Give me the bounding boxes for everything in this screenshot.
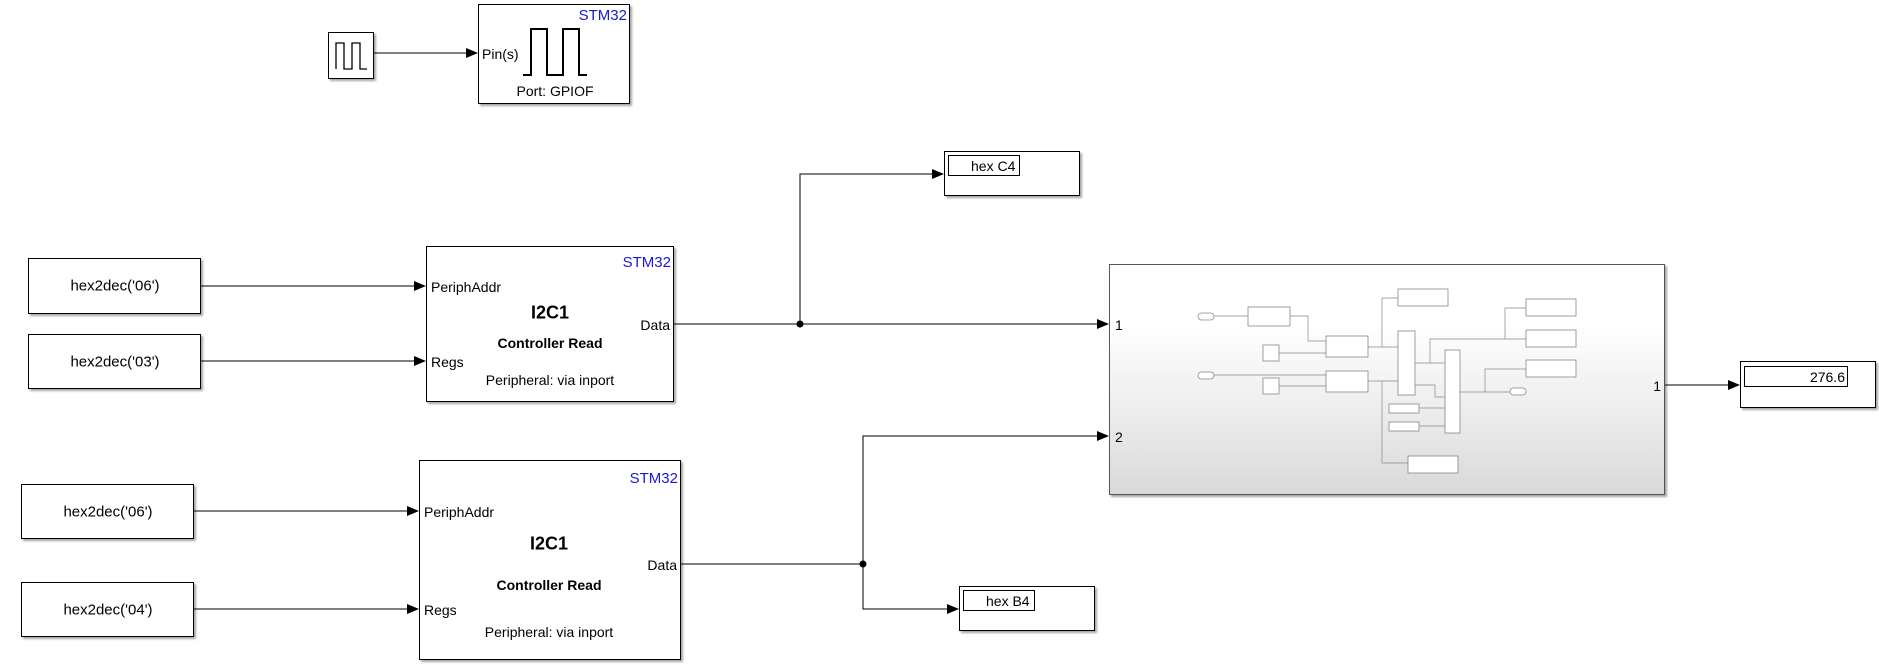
port-label-pins: Pin(s) [482, 46, 519, 62]
wire-data1-to-hexc4 [799, 169, 944, 324]
pulse-generator-block[interactable] [328, 32, 374, 79]
port-label-regs: Regs [431, 354, 464, 370]
constant-block[interactable]: hex2dec('03') [28, 334, 201, 389]
constant-value: hex2dec('04') [63, 601, 153, 619]
subsystem-inport-label: 1 [1115, 317, 1123, 333]
wire-data2-to-subsystem [681, 431, 1109, 565]
wire-data2-to-hexb4 [862, 564, 959, 614]
constant-block[interactable]: hex2dec('04') [21, 582, 194, 637]
block-subtitle: Controller Read [496, 577, 602, 593]
port-label-periphaddr: PeriphAddr [431, 279, 502, 295]
stm32-tag: STM32 [622, 254, 671, 271]
block-title: I2C1 [530, 302, 570, 323]
display-block[interactable]: hex B4 [959, 586, 1095, 631]
stm32-tag: STM32 [629, 470, 678, 487]
block-subtitle: Controller Read [497, 335, 603, 351]
port-label-data: Data [647, 557, 677, 573]
constant-value: hex2dec('03') [70, 353, 160, 371]
subsystem-outport-label: 1 [1653, 378, 1661, 394]
stm32-tag: STM32 [578, 7, 627, 24]
constant-block[interactable]: hex2dec('06') [21, 484, 194, 539]
subsystem-inport-label: 2 [1115, 429, 1123, 445]
subsystem-preview-diagram [1197, 288, 1577, 474]
display-block[interactable]: 276.6 [1740, 361, 1876, 408]
display-block[interactable]: hex C4 [944, 151, 1080, 196]
pulse-generator-icon [335, 42, 367, 70]
branch-point [796, 320, 804, 328]
display-readout: 276.6 [1744, 366, 1848, 387]
display-value: hex C4 [971, 158, 1016, 174]
display-value: 276.6 [1809, 369, 1845, 385]
port-label-regs: Regs [424, 602, 457, 618]
display-readout: hex C4 [948, 155, 1020, 176]
port-label-periphaddr: PeriphAddr [424, 504, 495, 520]
gpio-write-block[interactable]: STM32 Pin(s) Port: GPIOF [478, 4, 630, 104]
display-value: hex B4 [986, 593, 1030, 609]
branch-point [859, 560, 867, 568]
constant-value: hex2dec('06') [63, 503, 153, 521]
constant-value: hex2dec('06') [70, 277, 160, 295]
block-title: I2C1 [529, 533, 569, 554]
subsystem-block[interactable]: 1 2 1 [1109, 264, 1665, 495]
constant-block[interactable]: hex2dec('06') [28, 258, 201, 314]
display-readout: hex B4 [963, 590, 1035, 611]
gpio-port-footer: Port: GPIOF [516, 83, 594, 99]
port-label-data: Data [640, 317, 670, 333]
block-note: Peripheral: via inport [484, 624, 614, 640]
block-note: Peripheral: via inport [485, 372, 615, 388]
square-wave-icon [523, 28, 587, 76]
i2c-controller-read-block[interactable]: STM32 PeriphAddr I2C1 Data Controller Re… [426, 246, 674, 402]
i2c-controller-read-block[interactable]: STM32 PeriphAddr I2C1 Data Controller Re… [419, 460, 681, 660]
